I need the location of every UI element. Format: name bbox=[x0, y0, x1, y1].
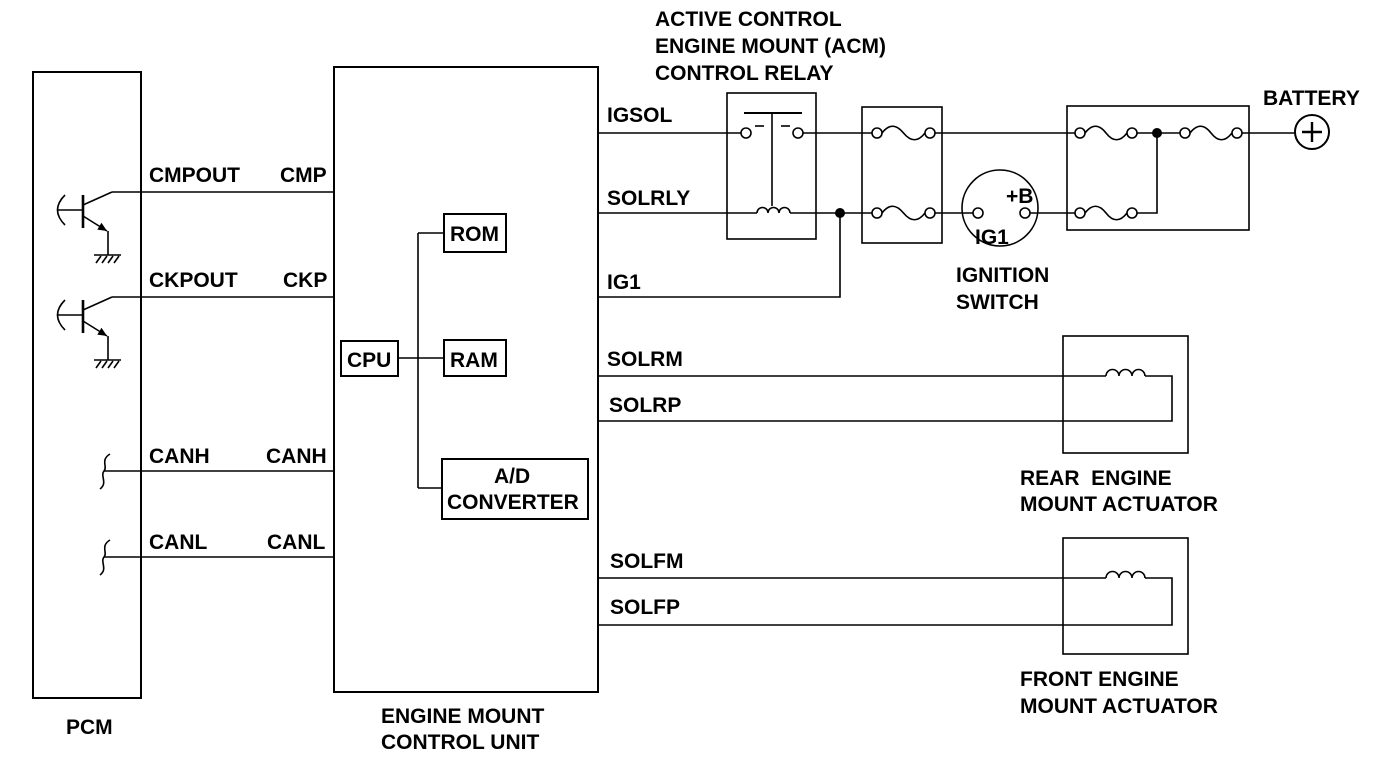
transistor-input-curve bbox=[56, 299, 66, 331]
output-solfm: SOLFM bbox=[610, 550, 684, 573]
fuse-box-1-outline bbox=[861, 106, 943, 244]
wire-ig1 bbox=[598, 213, 841, 298]
rear-actuator-coil bbox=[1105, 368, 1146, 377]
cmpout-transistor bbox=[56, 191, 121, 264]
output-solrly: SOLRLY bbox=[607, 187, 690, 210]
wire-solrp bbox=[598, 375, 1173, 422]
fuse-terminal bbox=[1231, 127, 1243, 139]
output-solfp: SOLFP bbox=[610, 596, 680, 619]
engine-mount-control-unit: ENGINE MOUNT CONTROL UNIT CMP CKP CANH C… bbox=[266, 66, 690, 754]
emitter-arrow bbox=[97, 222, 107, 231]
acm-control-relay: ACTIVE CONTROL ENGINE MOUNT (ACM) CONTRO… bbox=[655, 8, 886, 240]
pcm-label: PCM bbox=[66, 716, 113, 739]
rom-label: ROM bbox=[450, 223, 499, 246]
battery: BATTERY bbox=[1263, 87, 1360, 150]
pcm-box bbox=[32, 71, 142, 699]
output-solrp: SOLRP bbox=[609, 394, 681, 417]
fuse-terminal bbox=[1179, 127, 1191, 139]
ignition-terminal-plus-b bbox=[1019, 207, 1031, 219]
front-actuator-label-line2: MOUNT ACTUATOR bbox=[1020, 695, 1218, 718]
output-solrm: SOLRM bbox=[607, 348, 683, 371]
relay-title-line3: CONTROL RELAY bbox=[655, 62, 834, 85]
relay-contact-right bbox=[792, 127, 804, 139]
ground-symbol bbox=[94, 254, 121, 264]
pcm-pin-ckpout: CKPOUT bbox=[149, 269, 238, 292]
fuse-element bbox=[1084, 125, 1128, 141]
junction-dot-ig1 bbox=[835, 208, 845, 218]
transistor-collector bbox=[82, 296, 113, 311]
input-cmp: CMP bbox=[280, 164, 327, 187]
fuse-element bbox=[881, 125, 926, 141]
fuse-terminal bbox=[924, 207, 936, 219]
ignition-terminal-plus-b-label: +B bbox=[1006, 185, 1033, 208]
fuse-terminal bbox=[1074, 127, 1086, 139]
output-igsol: IGSOL bbox=[607, 104, 673, 127]
transistor-collector bbox=[82, 191, 113, 206]
relay-title-line1: ACTIVE CONTROL bbox=[655, 8, 842, 31]
ckpout-transistor bbox=[56, 296, 121, 369]
fuse-terminal bbox=[871, 207, 883, 219]
fuse-box-2 bbox=[1066, 105, 1250, 231]
fuse-element bbox=[1084, 205, 1128, 221]
fuse-box-2-outline bbox=[1066, 105, 1250, 231]
fuse-element bbox=[1189, 125, 1233, 141]
fuse-link bbox=[1137, 133, 1158, 214]
control-unit-label-line1: ENGINE MOUNT bbox=[381, 705, 545, 728]
ignition-terminal-ig1 bbox=[972, 207, 984, 219]
front-actuator-box bbox=[1062, 537, 1189, 655]
ignition-switch-label-line2: SWITCH bbox=[956, 291, 1039, 314]
ad-converter-block bbox=[441, 458, 589, 520]
fuse-box-1 bbox=[861, 106, 943, 244]
input-canl: CANL bbox=[267, 531, 325, 554]
ad-converter-label-line2: CONVERTER bbox=[447, 491, 579, 514]
transistor-input-curve bbox=[56, 194, 66, 226]
cpu-label: CPU bbox=[347, 349, 391, 372]
power-wiring bbox=[598, 132, 1295, 298]
plus-icon bbox=[1302, 122, 1322, 142]
control-unit-box bbox=[333, 66, 599, 693]
fuse-terminal bbox=[1126, 127, 1138, 139]
front-engine-mount-actuator: FRONT ENGINE MOUNT ACTUATOR bbox=[598, 537, 1218, 718]
input-canh: CANH bbox=[266, 445, 327, 468]
front-actuator-coil bbox=[1105, 570, 1146, 579]
relay-title-line2: ENGINE MOUNT (ACM) bbox=[655, 35, 886, 58]
rear-engine-mount-actuator: REAR ENGINE MOUNT ACTUATOR bbox=[598, 335, 1218, 516]
fuse-terminal bbox=[924, 127, 936, 139]
fuse-terminal bbox=[871, 127, 883, 139]
ram-label: RAM bbox=[450, 349, 498, 372]
battery-terminal bbox=[1294, 114, 1330, 150]
junction-dot-fusebox bbox=[1152, 128, 1162, 138]
pcm-pin-canh: CANH bbox=[149, 445, 210, 468]
front-actuator-label-line1: FRONT ENGINE bbox=[1020, 668, 1179, 691]
rear-actuator-box bbox=[1062, 335, 1189, 454]
relay-coil bbox=[756, 206, 791, 214]
fuse-element bbox=[881, 205, 926, 221]
relay-contact-left bbox=[740, 127, 752, 139]
pcm-pin-cmpout: CMPOUT bbox=[149, 164, 240, 187]
control-unit-label-line2: CONTROL UNIT bbox=[381, 731, 539, 754]
ad-converter-label-line1: A/D bbox=[494, 465, 530, 488]
relay-box bbox=[726, 92, 817, 240]
ignition-terminal-ig1-label: IG1 bbox=[975, 226, 1009, 249]
pcm-pin-canl: CANL bbox=[149, 531, 207, 554]
output-ig1: IG1 bbox=[607, 271, 641, 294]
wire-solfp bbox=[598, 577, 1173, 626]
ignition-switch-body bbox=[961, 169, 1039, 247]
battery-label: BATTERY bbox=[1263, 87, 1360, 110]
fuse-terminal bbox=[1126, 207, 1138, 219]
rear-actuator-label-line1: REAR ENGINE bbox=[1020, 467, 1172, 490]
internal-bus bbox=[398, 232, 444, 489]
ignition-switch-label-line1: IGNITION bbox=[956, 264, 1049, 287]
ground-symbol bbox=[94, 359, 121, 369]
fuse-terminal bbox=[1074, 207, 1086, 219]
input-ckp: CKP bbox=[283, 269, 327, 292]
pcm-to-control-unit-wires bbox=[104, 191, 334, 558]
emitter-arrow bbox=[97, 327, 107, 336]
ignition-switch: +B IG1 IGNITION SWITCH bbox=[956, 169, 1049, 314]
rear-actuator-label-line2: MOUNT ACTUATOR bbox=[1020, 493, 1218, 516]
pcm-module: PCM bbox=[32, 71, 240, 739]
